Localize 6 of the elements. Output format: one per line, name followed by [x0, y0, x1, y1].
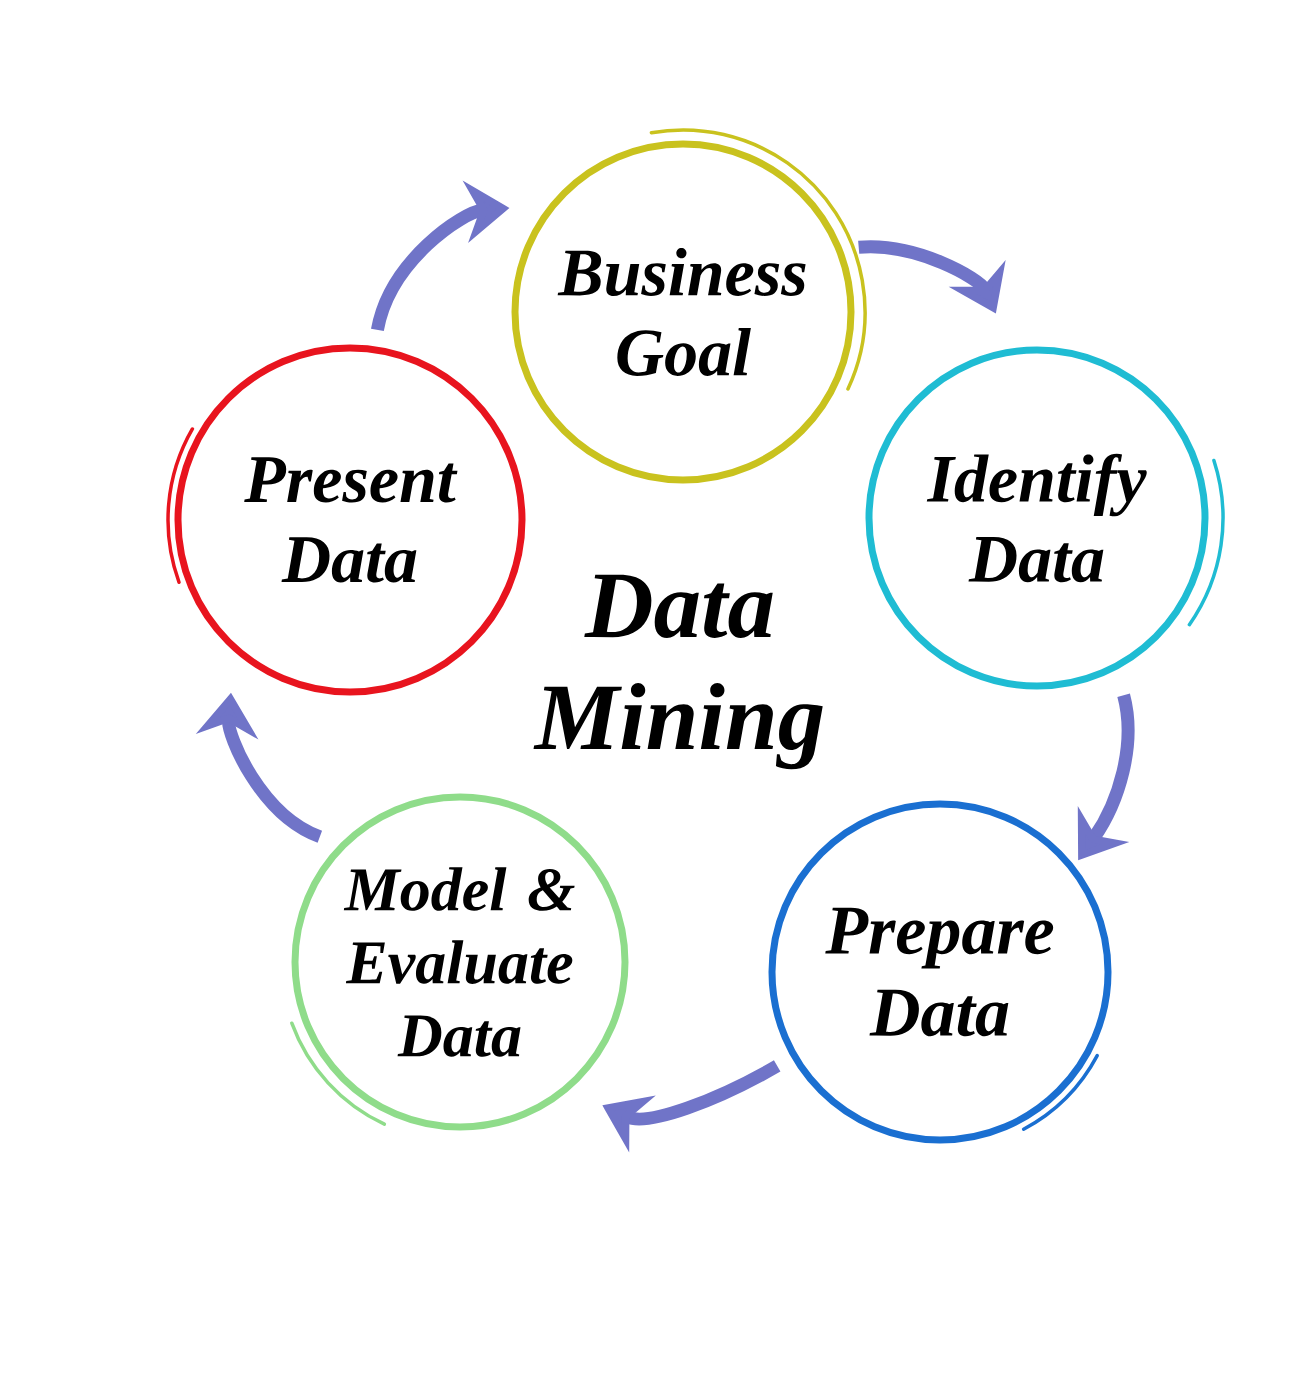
title: Data Mining	[533, 574, 823, 770]
circle-node: Identify Data	[865, 346, 1225, 690]
circle-node: Model & Evaluate Data	[290, 793, 629, 1131]
circle-node: Present Data	[166, 344, 526, 696]
circle-node: Prepare Data	[768, 800, 1112, 1144]
circle-node: Business Goal	[511, 128, 867, 484]
